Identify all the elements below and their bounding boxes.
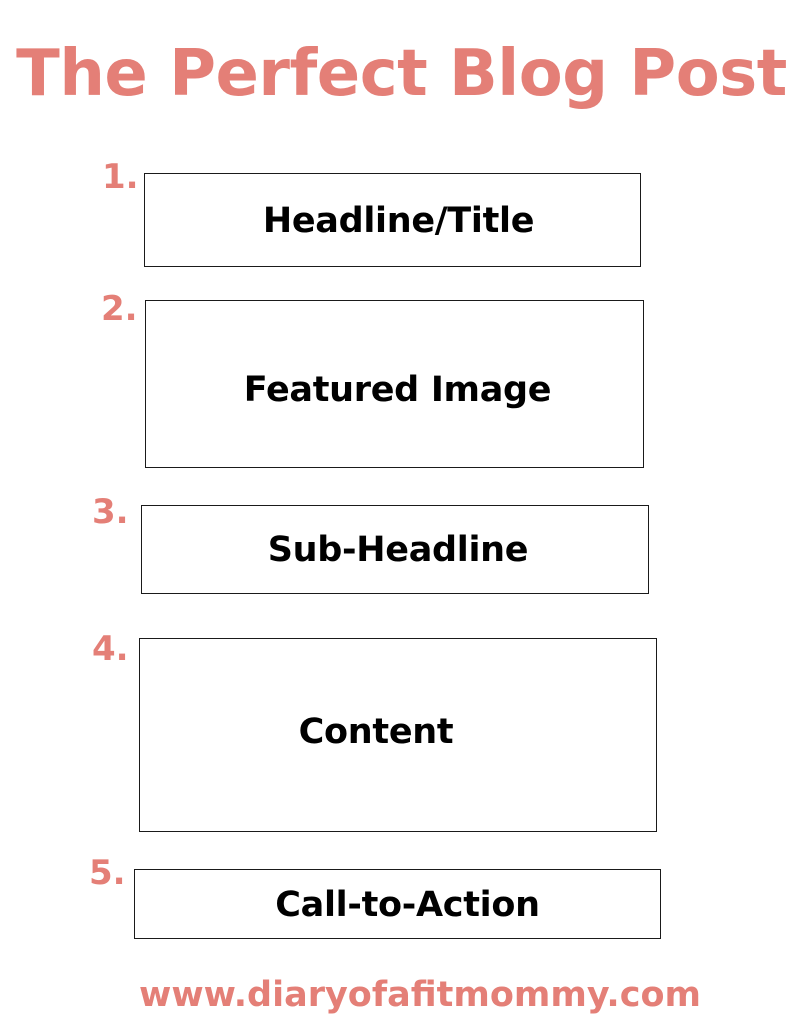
step-number-3: 3.	[92, 492, 129, 532]
step-box-call-to-action: Call-to-Action	[134, 869, 661, 939]
footer-url: www.diaryofafitmommy.com	[139, 975, 701, 1015]
page-title: The Perfect Blog Post	[16, 37, 787, 111]
step-number-1: 1.	[102, 157, 139, 197]
step-label-headline: Headline/Title	[262, 201, 535, 241]
step-number-4: 4.	[92, 629, 129, 669]
step-box-sub-headline: Sub-Headline	[141, 505, 649, 594]
step-label-sub-headline: Sub-Headline	[267, 529, 529, 570]
step-number-2: 2.	[101, 289, 138, 329]
step-label-featured-image: Featured Image	[243, 370, 552, 410]
step-box-featured-image: Featured Image	[145, 300, 644, 468]
step-number-5: 5.	[89, 853, 126, 893]
step-box-content: Content	[139, 638, 657, 832]
step-label-content: Content	[298, 712, 454, 752]
step-box-headline: Headline/Title	[144, 173, 641, 267]
step-label-call-to-action: Call-to-Action	[275, 885, 540, 925]
